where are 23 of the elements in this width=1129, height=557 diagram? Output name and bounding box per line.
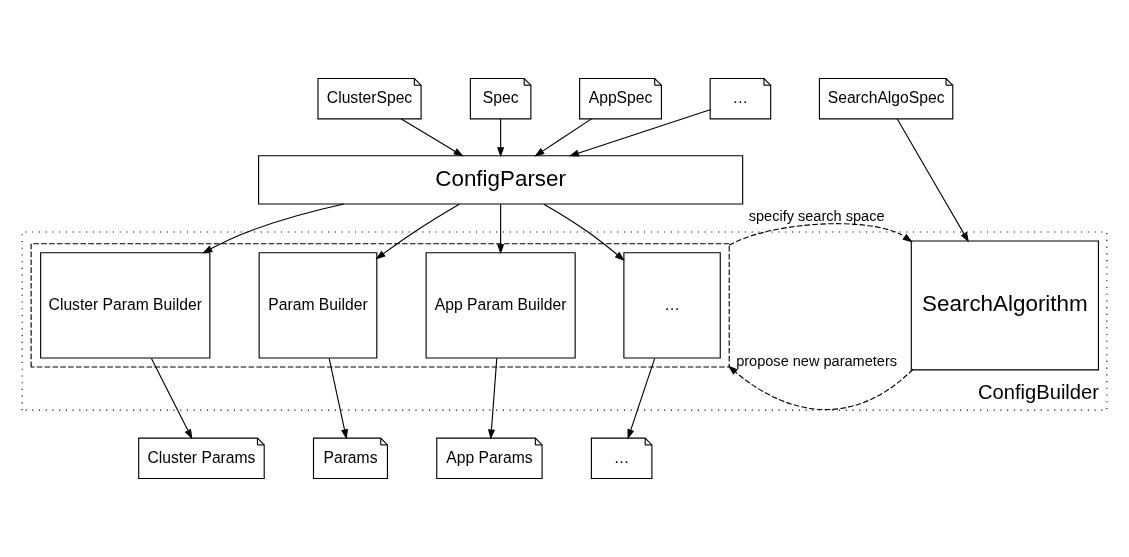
node-box: Param Builder	[258, 252, 378, 359]
arrow	[400, 118, 464, 157]
arrow	[568, 109, 711, 157]
arrow	[627, 357, 656, 440]
arrow	[375, 203, 460, 260]
arrow	[497, 118, 505, 158]
arrow	[497, 203, 505, 255]
arrow	[727, 365, 914, 411]
node-box: …	[623, 252, 721, 359]
edge-label: specify search space	[748, 207, 885, 224]
node-box: SearchAlgorithm	[910, 240, 1099, 371]
node-box: App Param Builder	[425, 252, 576, 359]
arrow	[728, 223, 913, 246]
arrow	[487, 357, 498, 440]
arrow	[150, 357, 193, 440]
arrow	[202, 203, 345, 254]
arrow	[543, 203, 625, 261]
arrow	[328, 357, 348, 440]
node-box: Cluster Param Builder	[40, 252, 211, 359]
edge-label: propose new parameters	[736, 353, 898, 370]
arrow	[534, 118, 593, 157]
node-box: ConfigParser	[258, 155, 744, 205]
arrow	[896, 118, 969, 243]
